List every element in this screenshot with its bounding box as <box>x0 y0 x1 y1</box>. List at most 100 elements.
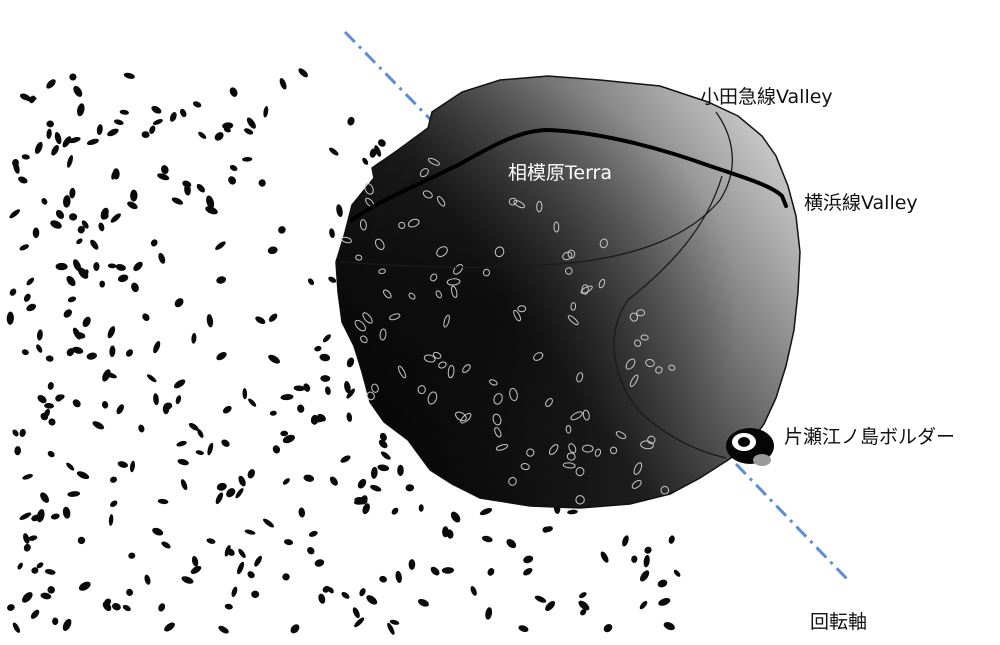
crater <box>407 218 420 228</box>
debris-particle <box>631 555 638 563</box>
debris-particle <box>81 220 89 229</box>
debris-particle <box>107 128 119 137</box>
debris-field <box>6 68 681 635</box>
debris-particle <box>157 173 170 181</box>
crater <box>432 351 442 359</box>
debris-particle <box>320 375 331 382</box>
debris-particle <box>138 424 145 433</box>
debris-particle <box>123 72 135 79</box>
crater <box>422 190 433 199</box>
debris-particle <box>370 466 378 479</box>
crater <box>513 199 526 209</box>
debris-particle <box>377 464 390 472</box>
debris-particle <box>126 588 134 596</box>
debris-particle <box>244 128 254 135</box>
debris-particle <box>340 455 351 463</box>
debris-particle <box>30 609 40 619</box>
debris-particle <box>314 345 322 352</box>
debris-particle <box>328 276 337 283</box>
debris-particle <box>622 535 629 547</box>
debris-particle <box>322 334 331 343</box>
debris-particle <box>45 355 54 362</box>
debris-particle <box>226 548 235 556</box>
debris-particle <box>34 141 43 154</box>
debris-particle <box>110 500 118 508</box>
debris-particle <box>369 148 377 158</box>
debris-particle <box>40 492 50 503</box>
debris-particle <box>197 429 204 438</box>
debris-particle <box>101 401 109 409</box>
debris-particle <box>430 566 440 576</box>
debris-particle <box>142 313 150 322</box>
debris-particle <box>110 213 121 223</box>
debris-particle <box>218 625 229 634</box>
debris-particle <box>354 496 368 505</box>
crater <box>548 444 559 455</box>
debris-particle <box>21 154 30 160</box>
debris-particle <box>237 561 245 575</box>
crater <box>374 238 385 250</box>
crater <box>594 448 602 457</box>
debris-particle <box>67 155 73 168</box>
label-katase-enoshima-boulder: 片瀬江ノ島ボルダー <box>784 426 955 448</box>
debris-particle <box>36 509 45 523</box>
crater <box>566 452 576 461</box>
debris-particle <box>28 535 38 541</box>
debris-particle <box>639 600 648 610</box>
crater <box>567 249 576 259</box>
debris-particle <box>105 372 117 379</box>
debris-particle <box>341 591 350 599</box>
debris-particle <box>63 309 73 318</box>
debris-particle <box>283 539 294 546</box>
crater <box>631 479 642 489</box>
debris-particle <box>82 269 89 278</box>
crater <box>582 444 594 453</box>
crater <box>575 495 585 505</box>
debris-particle <box>23 293 31 302</box>
debris-particle <box>98 222 105 232</box>
debris-particle <box>246 117 256 129</box>
debris-particle <box>329 476 338 486</box>
crater <box>436 196 446 207</box>
debris-particle <box>109 476 118 483</box>
debris-particle <box>48 418 56 426</box>
debris-particle <box>663 622 675 631</box>
crater <box>446 278 461 286</box>
crater <box>634 339 642 347</box>
debris-particle <box>164 622 175 632</box>
debris-particle <box>518 625 529 632</box>
debris-particle <box>128 552 136 559</box>
surface-craters <box>341 157 676 505</box>
debris-particle <box>346 412 353 422</box>
debris-particle <box>231 586 238 597</box>
debris-particle <box>441 567 454 574</box>
crater <box>408 292 416 300</box>
debris-particle <box>282 478 290 485</box>
debris-particle <box>258 179 266 187</box>
crater <box>629 374 639 388</box>
crater <box>655 366 663 374</box>
debris-particle <box>50 220 62 229</box>
debris-particle <box>336 204 343 218</box>
debris-particle <box>389 619 400 625</box>
debris-particle <box>298 68 308 78</box>
debris-particle <box>36 329 43 341</box>
debris-particle <box>130 189 138 202</box>
debris-particle <box>215 492 224 505</box>
debris-particle <box>545 600 556 612</box>
debris-particle <box>378 439 388 449</box>
debris-particle <box>317 413 326 422</box>
debris-particle <box>397 464 404 477</box>
debris-particle <box>282 434 295 444</box>
debris-particle <box>238 475 246 487</box>
crater <box>526 448 535 457</box>
crater <box>341 236 352 244</box>
debris-particle <box>268 313 278 322</box>
debris-particle <box>163 402 173 410</box>
label-yokohama-valley: 横浜線Valley <box>804 192 918 214</box>
debris-particle <box>119 109 129 115</box>
debris-particle <box>146 374 157 383</box>
ridge-line <box>350 127 788 222</box>
debris-particle <box>370 484 382 492</box>
debris-particle <box>141 131 150 139</box>
